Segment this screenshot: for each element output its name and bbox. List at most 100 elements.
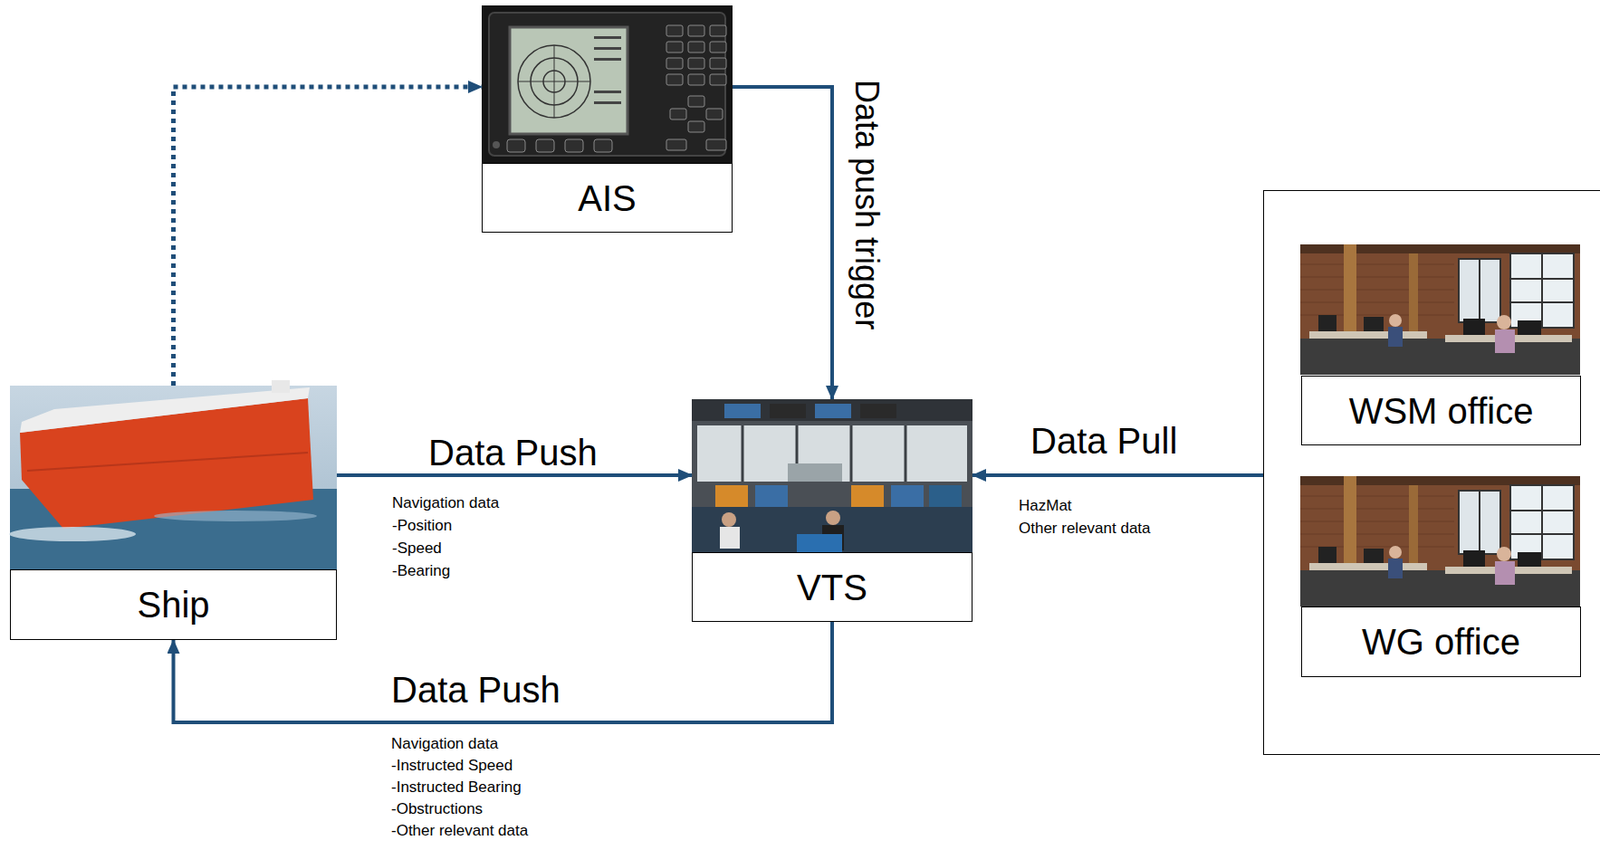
label-box: Ship: [9, 569, 337, 641]
illustration-part: [688, 74, 705, 86]
illustration-part: [517, 45, 591, 118]
illustration-part: [929, 485, 962, 508]
data-note: -Obstructions: [391, 800, 483, 819]
illustration-part: [492, 141, 500, 149]
illustration-part: [706, 139, 727, 151]
data-note: -Instructed Bearing: [391, 778, 522, 797]
edge-label: Data Push: [391, 671, 561, 709]
illustration-part: [1300, 244, 1581, 375]
data-note: -Bearing: [392, 562, 451, 581]
illustration-part: [507, 139, 526, 153]
data-note: -Other relevant data: [391, 822, 528, 841]
illustration-part: [688, 57, 705, 69]
vts-control-room: [691, 399, 973, 553]
node-label: Ship: [136, 584, 210, 625]
label-box: WG office: [1301, 606, 1581, 678]
illustration-part: [594, 139, 613, 153]
illustration-part: [666, 57, 683, 69]
illustration-part: [904, 425, 908, 482]
label-box: AIS: [481, 162, 733, 233]
illustration-part: [565, 139, 584, 153]
illustration-part: [688, 25, 705, 37]
illustration-part: [594, 36, 622, 39]
illustration-part: [709, 25, 727, 37]
illustration-part: [706, 108, 723, 120]
illustration-part: [755, 485, 788, 508]
illustration-part: [688, 121, 705, 133]
data-note: -Instructed Speed: [391, 756, 513, 776]
illustration-part: [769, 403, 806, 419]
illustration-part: [481, 5, 733, 163]
data-note: Navigation data: [392, 494, 499, 513]
office-photos: [1300, 244, 1581, 607]
illustration-part: [666, 25, 683, 37]
illustration-part: [741, 425, 745, 482]
data-note: Navigation data: [391, 735, 499, 754]
connector: [972, 473, 1264, 478]
illustration-part: [666, 139, 687, 151]
illustration-part: [691, 399, 973, 422]
illustration-part: [536, 139, 555, 153]
illustration-part: [691, 507, 973, 553]
illustration-part: [27, 452, 308, 471]
picture-node: WG office: [1301, 477, 1581, 678]
node-label: VTS: [796, 567, 868, 608]
illustration-part: [688, 41, 705, 53]
illustration-part: [719, 526, 740, 549]
illustration-part: [851, 485, 884, 508]
node-label: AIS: [577, 178, 636, 219]
illustration-part: [666, 74, 683, 86]
data-note: HazMat: [1018, 497, 1073, 516]
illustration-part: [554, 45, 556, 118]
illustration-part: [860, 403, 897, 419]
illustration-part: [670, 108, 687, 120]
illustration-part: [19, 387, 310, 433]
illustration-part: [891, 485, 924, 508]
picture-node: Ship: [9, 385, 337, 641]
picture-node: WSM office: [1301, 245, 1581, 446]
node-label: WG office: [1361, 622, 1521, 662]
illustration-part: [709, 57, 727, 69]
label-box: WSM office: [1301, 375, 1581, 446]
illustration-part: [697, 425, 968, 482]
picture-node: VTS: [691, 399, 973, 623]
illustration-part: [814, 403, 852, 419]
connector: [732, 86, 833, 400]
illustration-part: [594, 57, 622, 61]
data-note: -Speed: [392, 539, 442, 558]
data-note: -Position: [392, 517, 452, 536]
illustration-part: [691, 399, 973, 553]
illustration-part: [507, 25, 727, 153]
illustration-part: [724, 403, 761, 419]
illustration-part: [153, 510, 317, 522]
illustration-part: [825, 510, 841, 526]
edge-label: Data push trigger: [850, 79, 883, 330]
illustration-part: [594, 101, 622, 105]
illustration-part: [688, 95, 705, 107]
illustration-part: [594, 47, 622, 50]
illustration-part: [850, 425, 853, 482]
illustration-part: [709, 41, 727, 53]
ais-device: [481, 5, 733, 163]
connector: [173, 86, 483, 386]
illustration-part: [796, 534, 843, 553]
illustration-part: [721, 512, 737, 527]
illustration-part: [594, 90, 622, 94]
edge-label: Data Pull: [1030, 422, 1178, 460]
illustration-part: [271, 380, 290, 393]
illustration-part: [488, 12, 726, 156]
illustration-part: [1300, 476, 1581, 607]
illustration-part: [9, 526, 136, 542]
ship-photo: [9, 380, 337, 570]
illustration-part: [709, 74, 727, 86]
picture-node: AIS: [481, 5, 733, 233]
illustration-part: [715, 485, 748, 508]
connector: [336, 473, 692, 478]
illustration-part: [666, 41, 683, 53]
illustration-part: [509, 27, 628, 135]
illustration-part: [9, 385, 337, 570]
edge-label: Data Push: [428, 434, 598, 471]
illustration-part: [742, 425, 906, 482]
